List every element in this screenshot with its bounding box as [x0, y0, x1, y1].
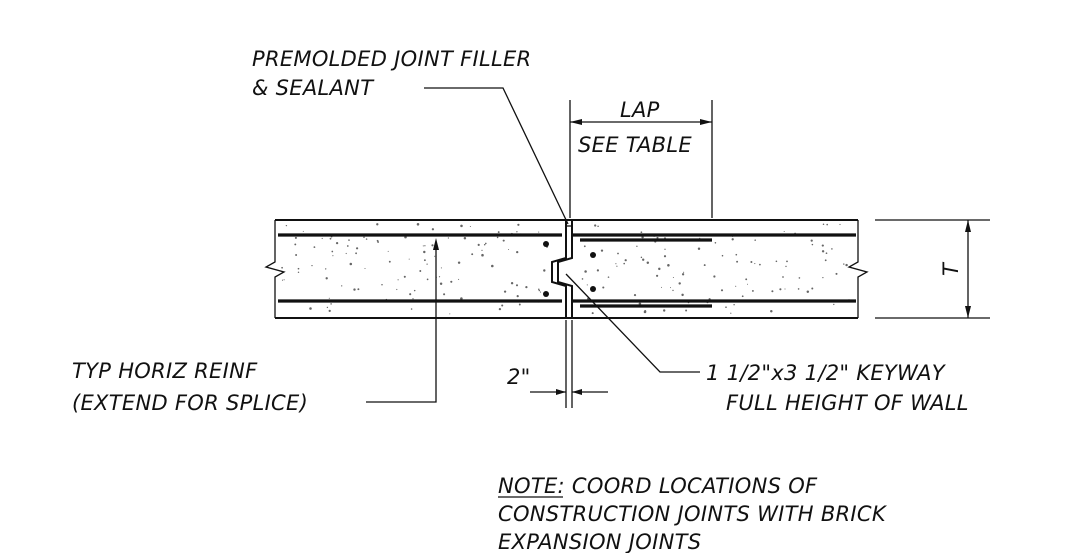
rebar-dot: [590, 286, 596, 292]
gap-label: 2": [507, 365, 531, 389]
concrete-stipple-pattern: [281, 223, 851, 315]
keyway-label-line1: 1 1/2"x3 1/2" KEYWAY: [706, 361, 947, 385]
lap-see-table: SEE TABLE: [578, 133, 692, 157]
gap-arrow-right: [572, 389, 582, 395]
filler-label-line2: & SEALANT: [252, 76, 375, 100]
left-break-line: [264, 220, 286, 318]
t-arrow-top: [965, 220, 971, 232]
thickness-dimension: T: [875, 219, 990, 319]
construction-joint: [551, 220, 573, 318]
reinf-leader: [366, 242, 437, 403]
rebar-dot: [590, 252, 596, 258]
filler-label-line1: PREMOLDED JOINT FILLER: [252, 47, 531, 71]
reinf-leader-arrow: [433, 238, 439, 250]
filler-callout: PREMOLDED JOINT FILLER & SEALANT: [252, 47, 569, 225]
keyway-label-line2: FULL HEIGHT OF WALL: [726, 391, 969, 415]
lap-arrow-left: [570, 119, 582, 125]
joint-left-face: [551, 220, 567, 318]
note-line2: CONSTRUCTION JOINTS WITH BRICK: [498, 502, 888, 526]
lap-label: LAP: [620, 98, 660, 122]
lap-arrow-right: [700, 119, 712, 125]
note-line1-text: COORD LOCATIONS OF: [565, 474, 818, 498]
gap-dimension: 2": [507, 320, 608, 408]
note-line1: NOTE: COORD LOCATIONS OF: [498, 474, 818, 498]
note-heading: NOTE:: [498, 474, 565, 498]
reinf-callout: TYP HORIZ REINF (EXTEND FOR SPLICE): [72, 238, 439, 415]
general-note: NOTE: COORD LOCATIONS OF CONSTRUCTION JO…: [498, 474, 888, 554]
keyway-leader: [565, 273, 700, 373]
note-line3: EXPANSION JOINTS: [498, 530, 701, 553]
thickness-label: T: [939, 261, 963, 276]
reinforcement-bars: [278, 233, 856, 308]
keyway-callout: 1 1/2"x3 1/2" KEYWAY FULL HEIGHT OF WALL: [565, 273, 969, 415]
reinf-label-line2: (EXTEND FOR SPLICE): [72, 391, 308, 415]
gap-arrow-left: [556, 389, 566, 395]
lap-dimension: LAP SEE TABLE: [569, 98, 713, 218]
right-break-line: [847, 220, 869, 318]
filler-leader: [424, 87, 569, 225]
joint-right-face: [557, 220, 573, 318]
rebar-dot: [543, 241, 549, 247]
t-arrow-bottom: [965, 306, 971, 318]
rebar-dot: [543, 291, 549, 297]
reinf-label-line1: TYP HORIZ REINF: [72, 359, 258, 383]
